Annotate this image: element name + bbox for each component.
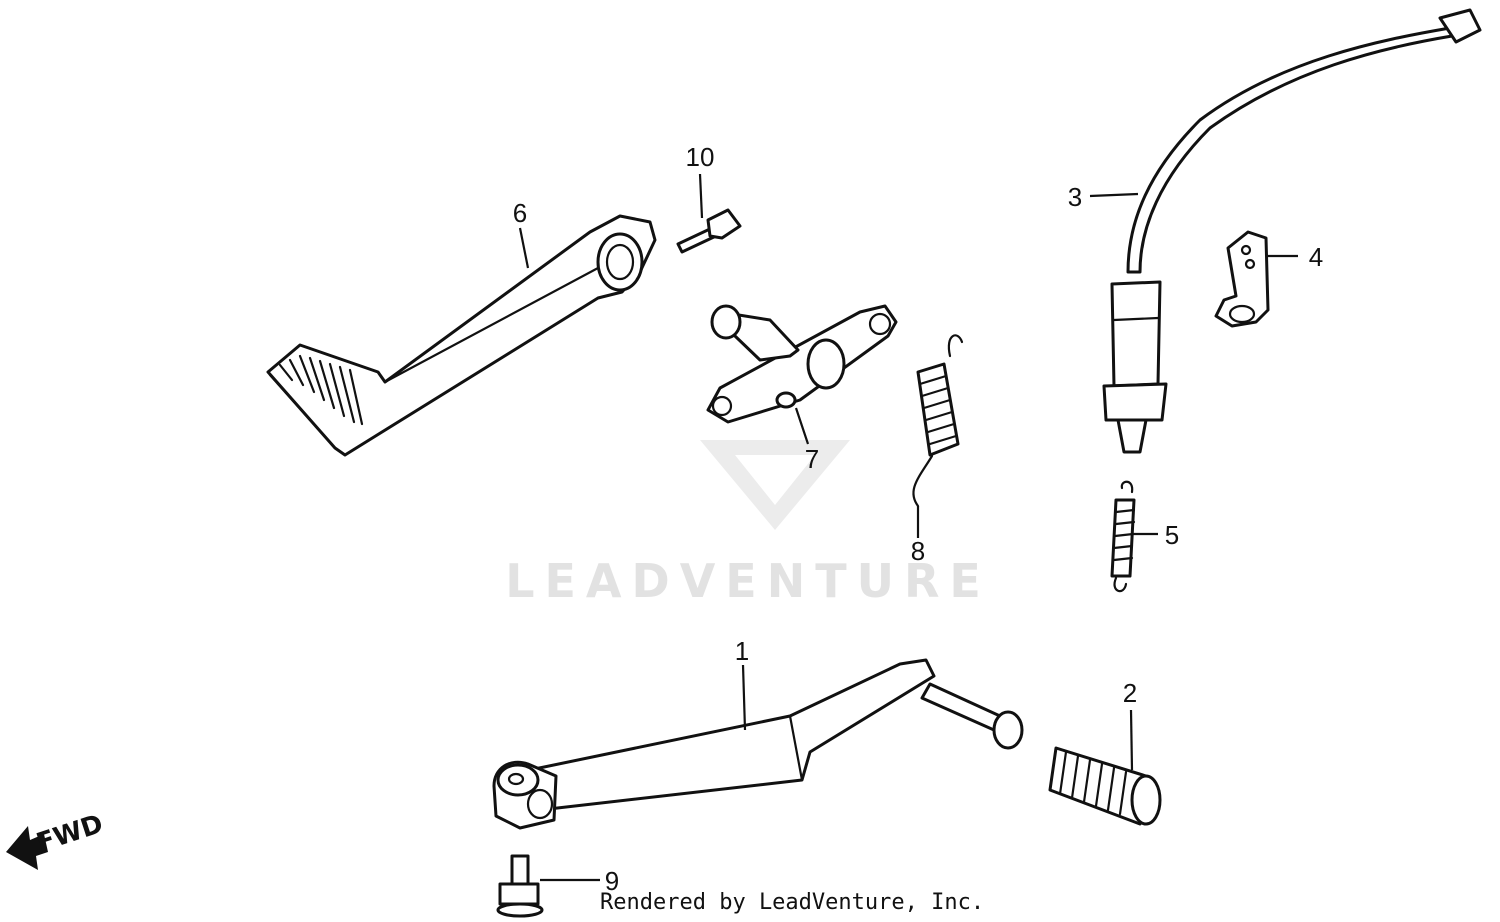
part-6-brake-pedal[interactable] xyxy=(266,214,657,457)
part-2-peg-rubber[interactable] xyxy=(1048,746,1162,826)
part-4-bracket[interactable] xyxy=(1214,230,1270,328)
watermark-text: LEADVENTURE xyxy=(505,554,991,608)
callout-4: 4 xyxy=(1309,242,1323,272)
part-1-shift-pedal[interactable] xyxy=(492,658,1024,830)
callouts: 1 2 3 4 5 6 7 8 9 10 xyxy=(513,142,1323,896)
callout-3: 3 xyxy=(1068,182,1082,212)
leader-lines xyxy=(518,173,1298,882)
callout-5: 5 xyxy=(1165,520,1179,550)
fwd-arrow: FWD xyxy=(6,809,107,870)
callout-6: 6 xyxy=(513,198,527,228)
watermark-logo-icon xyxy=(700,440,850,530)
callout-1: 1 xyxy=(735,636,749,666)
part-9-bolt[interactable] xyxy=(496,854,544,918)
callout-2: 2 xyxy=(1123,678,1137,708)
callout-10: 10 xyxy=(686,142,715,172)
watermark: LEADVENTURE xyxy=(505,440,991,608)
part-10-bolt[interactable] xyxy=(676,208,742,254)
part-8-spring[interactable] xyxy=(912,334,964,508)
render-credit: Rendered by LeadVenture, Inc. xyxy=(600,890,985,915)
part-5-switch-spring[interactable] xyxy=(1110,480,1136,593)
part-7-pivot-plate[interactable] xyxy=(706,304,898,424)
part-3-switch-cable[interactable] xyxy=(1102,8,1482,454)
callout-9: 9 xyxy=(605,866,619,896)
callout-7: 7 xyxy=(805,444,819,474)
callout-8: 8 xyxy=(911,536,925,566)
fwd-label: FWD xyxy=(33,809,107,859)
fwd-arrow-icon xyxy=(6,826,48,870)
